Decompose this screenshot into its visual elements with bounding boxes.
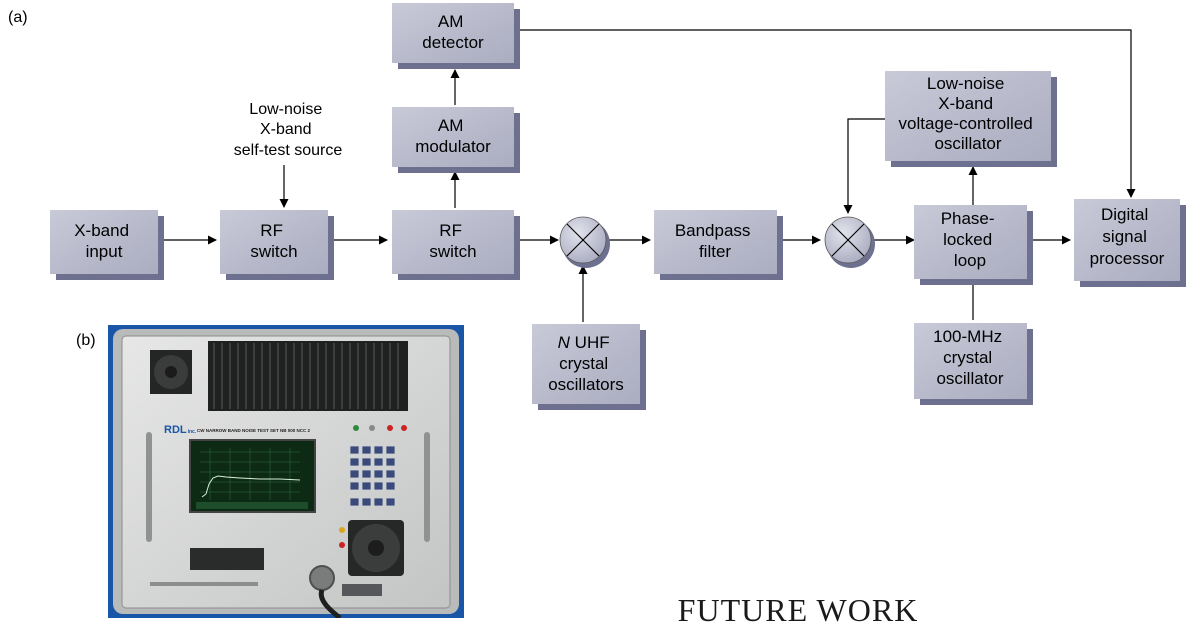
- block-label-line: RF: [260, 221, 283, 240]
- block-label-line: oscillators: [548, 375, 624, 394]
- block-digital-signal-processor: Digital signal processor: [1074, 199, 1186, 287]
- section-heading: FUTURE WORK: [638, 590, 958, 630]
- svg-text:N UHF crystal osci: N UHF crystal oscillators: [548, 333, 624, 394]
- mixer-1: [560, 217, 610, 268]
- block-label-line: AM: [438, 12, 464, 31]
- block-label-line: loop: [954, 251, 986, 270]
- panel-label-b: (b): [76, 332, 96, 349]
- block-label-line: voltage-controlled: [899, 114, 1033, 133]
- block-label-line: switch: [429, 242, 476, 261]
- block-xband-input: X-band input: [50, 210, 164, 280]
- instrument-photo: RDLinc. CW NARROW BAND NOISE TEST SET NB…: [108, 325, 464, 618]
- block-rf-switch-1: RF switch: [220, 210, 334, 280]
- block-am-detector: AM detector: [392, 3, 520, 69]
- rail: [150, 582, 258, 586]
- block-rf-switch-2: RF switch: [392, 210, 520, 280]
- block-label-line: AM: [438, 116, 464, 135]
- instrument-title-strip: CW NARROW BAND NOISE TEST SET NB 000 NCC…: [197, 428, 311, 433]
- block-label-line: filter: [699, 242, 731, 261]
- block-am-modulator: AM modulator: [392, 107, 520, 173]
- block-label-line: Low-noise: [927, 74, 1005, 93]
- block-label-line: switch: [250, 242, 297, 261]
- brand-suffix: inc.: [188, 429, 197, 435]
- block-phase-locked-loop: Phase- locked loop: [914, 205, 1033, 285]
- right-handle: [424, 432, 430, 542]
- instrument-screen: [190, 440, 315, 512]
- block-label-line: Phase-: [941, 209, 995, 228]
- block-label-line: X-band: [74, 221, 129, 240]
- block-label-line: oscillator: [936, 369, 1003, 388]
- block-label-line: X-band: [938, 94, 993, 113]
- block-label-line: RF: [439, 221, 462, 240]
- block-label-line: detector: [422, 33, 484, 52]
- block-100mhz-crystal-oscillator: 100-MHz crystal oscillator: [914, 323, 1033, 405]
- svg-text:100-MHz crystal os: 100-MHz crystal oscillator: [933, 327, 1007, 388]
- nameplate: [190, 548, 264, 570]
- block-label-line: input: [86, 242, 123, 261]
- connector: [310, 566, 334, 590]
- annotation-line: Low-noise: [249, 101, 322, 118]
- self-test-source-label: Low-noise X-band self-test source: [234, 101, 343, 159]
- panel-label-a: (a): [8, 9, 28, 26]
- block-label-line: crystal: [559, 354, 608, 373]
- block-label-line: locked: [943, 230, 992, 249]
- block-label-line: Digital: [1101, 205, 1148, 224]
- fan-bottom: [348, 520, 404, 576]
- block-label-line: signal: [1102, 227, 1146, 246]
- block-label-line: 100-MHz: [933, 327, 1002, 346]
- block-label-line: crystal: [943, 348, 992, 367]
- db-connector: [342, 584, 382, 596]
- block-lownoise-vco: Low-noise X-band voltage-controlled osci…: [885, 71, 1057, 167]
- block-bandpass-filter: Bandpass filter: [654, 210, 783, 280]
- fan-top: [150, 350, 192, 394]
- annotation-line: self-test source: [234, 142, 343, 159]
- heatsink: [208, 341, 408, 411]
- annotation-line: X-band: [260, 121, 312, 138]
- block-label-line: processor: [1090, 249, 1165, 268]
- mixer-2: [825, 217, 875, 268]
- left-handle: [146, 432, 152, 542]
- block-label-line: UHF: [570, 333, 610, 352]
- block-label-italic: N: [558, 333, 571, 352]
- block-uhf-crystal-oscillators: N UHF crystal oscillators: [532, 324, 646, 410]
- block-label-line: Bandpass: [675, 221, 751, 240]
- block-label-line: modulator: [415, 137, 491, 156]
- brand-logo: RDL: [164, 424, 187, 436]
- block-label-line: oscillator: [934, 134, 1001, 153]
